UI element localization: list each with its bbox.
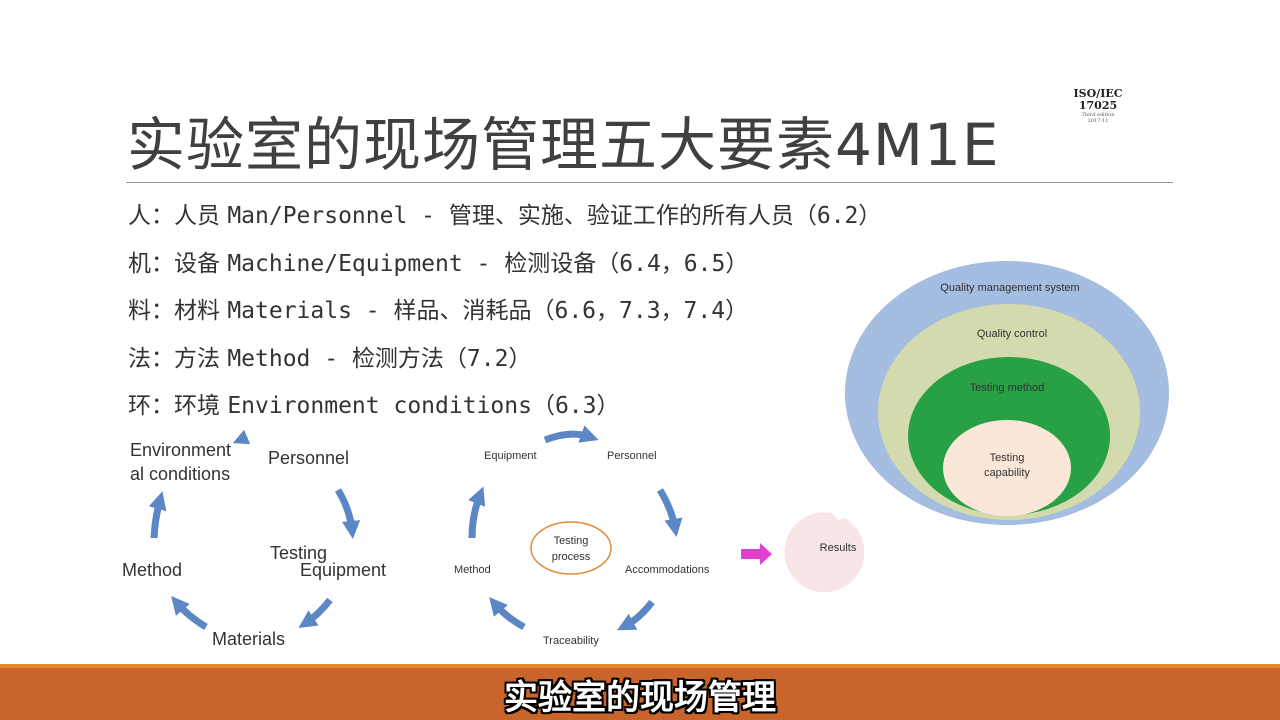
results-label: Results [820,542,857,554]
element-materials: 料：材料 Materials - 样品、消耗品（6.6，7.3，7.4） [128,291,881,339]
arrow-left-3 [298,597,333,629]
results-arrow-icon [741,543,772,565]
cycle-middle-equipment: Equipment [484,450,537,462]
element-man-label: 人：人员 [128,203,228,229]
iso-badge-line4: 2017-11 [1087,118,1109,124]
element-method-text: Method - 检测方法（7.2） [227,345,532,372]
cycle-middle-accommodations: Accommodations [625,564,710,576]
testing-process-label-1: Testing [554,535,589,547]
element-machine-text: Machine/Equipment - 检测设备（6.4，6.5） [227,250,749,277]
nested-quality-diagram: Quality management system Quality contro… [845,261,1169,525]
arrow-left-1 [232,429,251,445]
element-list: 人：人员 Man/Personnel - 管理、实施、验证工作的所有人员（6.2… [128,196,881,434]
arrow-middle-4 [489,597,526,631]
arrow-left-4 [171,596,208,630]
arrow-left-2 [334,488,361,540]
arrow-middle-3 [616,599,655,631]
label-testing-capability-2: capability [984,467,1030,479]
cycle-middle-method: Method [454,564,491,576]
cycle-left-equipment: Equipment [300,560,386,580]
iso-badge: ISO/IEC 17025 Third edition 2017-11 [1068,87,1128,125]
element-machine: 机：设备 Machine/Equipment - 检测设备（6.4，6.5） [128,244,881,292]
bottom-bar [0,664,1280,720]
arrow-left-5 [148,491,167,539]
cycle-left-testing: Testing [270,543,327,563]
cycle-left-materials: Materials [212,629,285,649]
element-environment-label: 环：环境 [128,393,228,419]
slide-title: 实验室的现场管理五大要素4M1E [127,111,1000,179]
cycle-left: Environment al conditions Personnel Test… [122,429,386,649]
label-quality-control: Quality control [977,328,1047,340]
cycle-left-personnel: Personnel [268,448,349,468]
testing-process-circle [530,521,612,575]
cycle-left-environmental-2: al conditions [130,464,230,484]
element-environment: 环：环境 Environment conditions（6.3） [128,386,881,434]
element-materials-label: 料：材料 [128,298,228,324]
iso-badge-line1: ISO/IEC [1073,87,1123,100]
label-testing-method: Testing method [970,382,1045,394]
element-materials-text: Materials - 样品、消耗品（6.6，7.3，7.4） [227,298,749,324]
element-method-label: 法：方法 [128,345,228,372]
cycle-left-method: Method [122,560,182,580]
cycle-middle-personnel: Personnel [607,450,657,462]
testing-process-label-2: process [552,551,591,563]
element-man: 人：人员 Man/Personnel - 管理、实施、验证工作的所有人员（6.2… [128,196,881,244]
results-circle [784,512,865,593]
element-method: 法：方法 Method - 检测方法（7.2） [128,339,881,387]
arrow-middle-2 [656,488,683,537]
ellipse-testing-capability [943,420,1071,516]
cycle-left-environmental-1: Environment [130,440,231,460]
iso-badge-line3: Third edition [1081,112,1115,118]
cycle-middle-traceability: Traceability [543,635,599,647]
label-testing-capability-1: Testing [990,452,1025,464]
cycle-middle: Equipment Personnel Method Accommodation… [454,425,865,647]
iso-badge-line2: 17025 [1078,99,1118,112]
arrow-middle-1 [543,425,599,444]
title-divider [126,182,1173,183]
element-environment-text: Environment conditions（6.3） [227,393,620,419]
arrow-middle-5 [468,486,486,539]
video-subtitle: 实验室的现场管理 [504,678,776,718]
element-machine-label: 机：设备 [128,250,228,277]
element-man-text: Man/Personnel - 管理、实施、验证工作的所有人员（6.2） [227,203,882,229]
label-qms: Quality management system [940,282,1079,294]
